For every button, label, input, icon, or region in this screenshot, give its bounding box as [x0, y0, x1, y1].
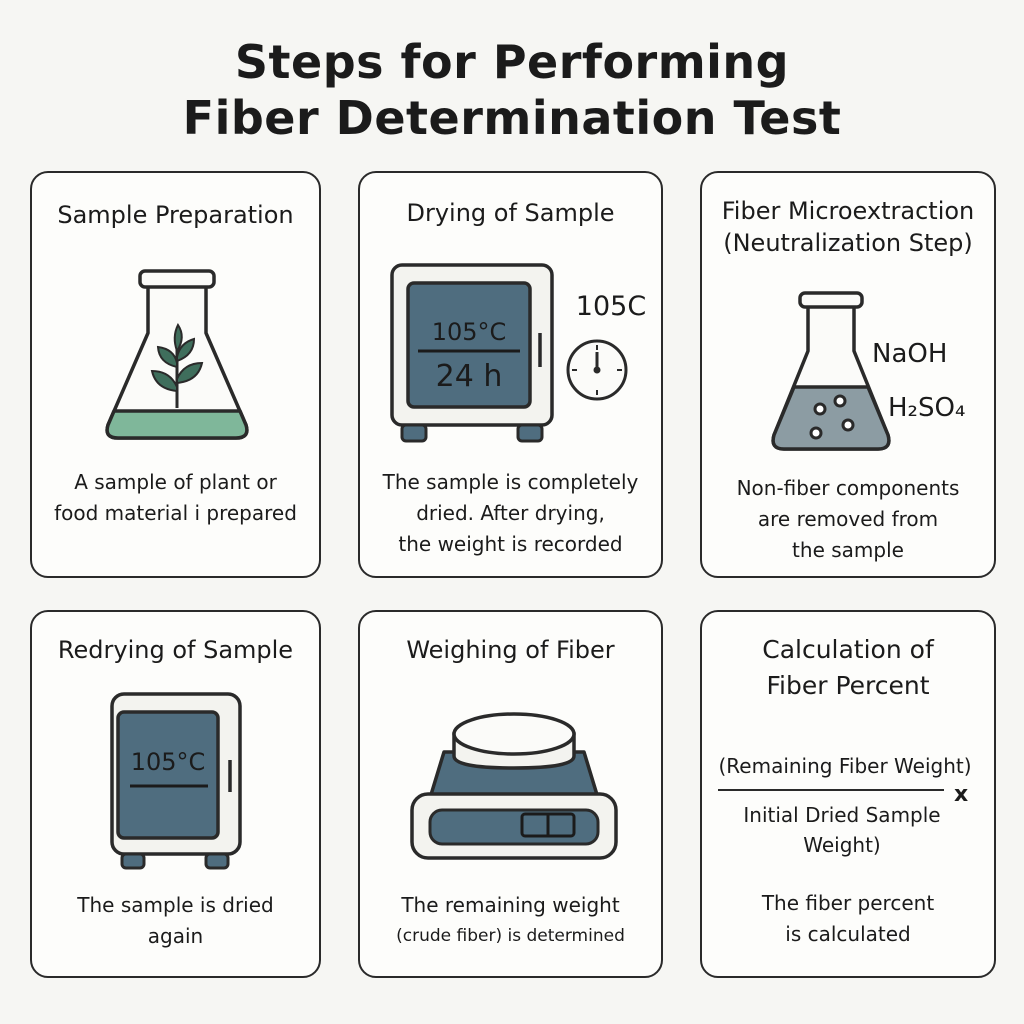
step-title: Drying of Sample — [406, 199, 615, 227]
flask-with-plant-icon — [105, 269, 249, 440]
step-title: Sample Preparation — [57, 201, 294, 229]
scale-icon — [410, 712, 618, 860]
step-description: The sample is completely dried. After dr… — [382, 470, 639, 556]
flask-with-solution-icon — [771, 291, 891, 451]
formula-fraction-bar — [718, 789, 944, 791]
cabinet-display-temp: 105°C — [130, 748, 206, 776]
step-description: The sample is dried again — [77, 893, 274, 948]
reagent-h2so4-label: H₂SO₄ — [888, 393, 966, 423]
step-description: The fiber percent is calculated — [761, 891, 935, 946]
side-temperature-label: 105C — [575, 291, 647, 322]
step-card-redrying-of-sample: Redrying of Sample 105°C The sample is d… — [30, 610, 321, 978]
step-card-sample-preparation: Sample Preparation A sample of plant or … — [30, 171, 321, 578]
step-title: Weighing of Fiber — [406, 636, 615, 664]
page-title: Steps for Performing Fiber Determination… — [0, 34, 1024, 146]
page-title-line-1: Steps for Performing — [234, 35, 790, 89]
step-description: The remaining weight (crude fiber) is de… — [396, 893, 625, 946]
step-card-calculation-of-fiber-percent: Calculation of Fiber Percent (Remaining … — [700, 610, 996, 978]
step-title: Fiber Microextraction (Neutralization St… — [721, 197, 975, 257]
reagent-naoh-label: NaOH — [872, 339, 948, 369]
step-card-fiber-microextraction: Fiber Microextraction (Neutralization St… — [700, 171, 996, 578]
clock-icon — [566, 339, 628, 401]
step-description: Non-fiber components are removed from th… — [736, 476, 960, 562]
oven-display-temp: 105°C — [431, 318, 507, 346]
drying-cabinet-icon — [110, 692, 242, 870]
step-card-drying-of-sample: Drying of Sample 105°C 24 h 105C The sam… — [358, 171, 663, 578]
formula-operator: x — [954, 782, 969, 807]
page-title-line-2: Fiber Determination Test — [182, 91, 842, 145]
oven-icon — [390, 263, 554, 443]
step-title: Calculation of Fiber Percent — [762, 635, 934, 700]
step-card-weighing-of-fiber: Weighing of Fiber The remaining weight (… — [358, 610, 663, 978]
formula-numerator: (Remaining Fiber Weight) — [718, 754, 972, 778]
step-title: Redrying of Sample — [57, 636, 294, 664]
step-description: A sample of plant or food material i pre… — [54, 470, 297, 525]
formula-denominator: Initial Dried Sample Weight) — [743, 803, 941, 857]
oven-display-time: 24 h — [435, 359, 503, 394]
